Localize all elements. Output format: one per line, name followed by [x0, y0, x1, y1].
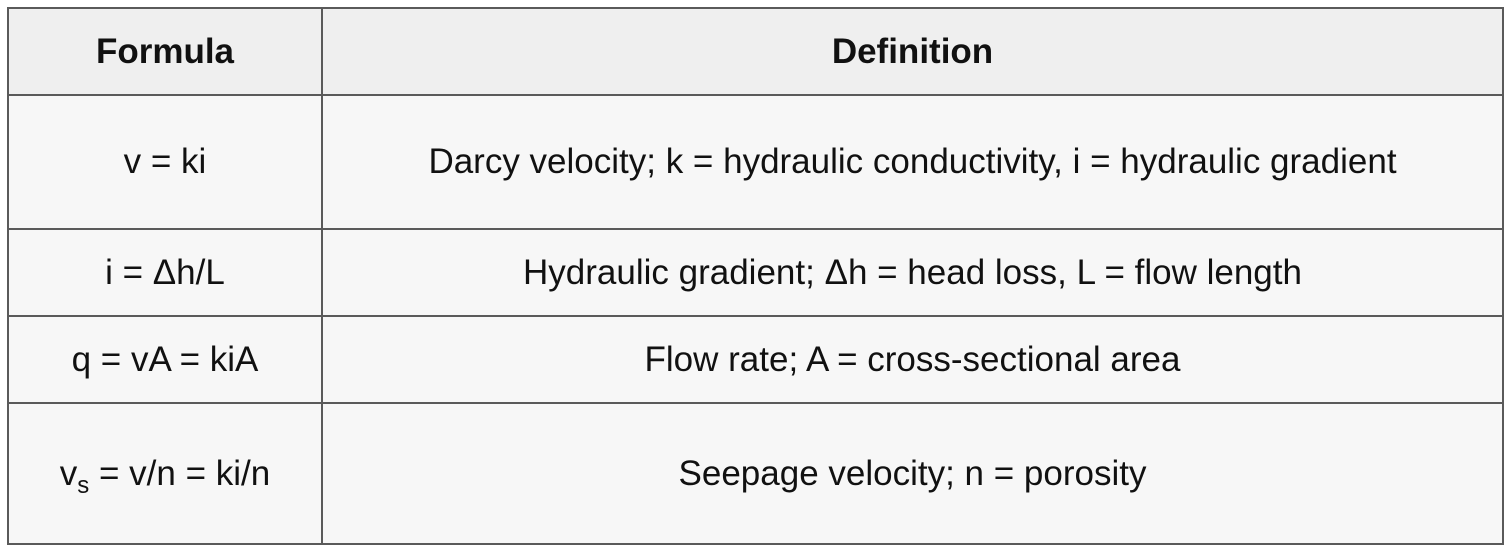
definition-cell-seepage-velocity: Seepage velocity; n = porosity [323, 404, 1502, 543]
header-definition: Definition [323, 9, 1502, 96]
seepage-formula: vs = v/n = ki/n [59, 451, 271, 499]
formula-cell-hydraulic-gradient: i = Δh/L [9, 230, 323, 317]
seepage-formula-base: v [59, 453, 78, 493]
formula-cell-darcy-velocity: v = ki [9, 96, 323, 230]
seepage-formula-rest: = v/n = ki/n [89, 453, 271, 493]
definition-cell-darcy-velocity: Darcy velocity; k = hydraulic conductivi… [323, 96, 1502, 230]
seepage-formula-subscript: s [77, 471, 90, 499]
formula-cell-flow-rate: q = vA = kiA [9, 317, 323, 404]
definition-cell-hydraulic-gradient: Hydraulic gradient; Δh = head loss, L = … [323, 230, 1502, 317]
formula-table: Formula Definition v = ki Darcy velocity… [7, 7, 1504, 545]
formula-cell-seepage-velocity: vs = v/n = ki/n [9, 404, 323, 543]
header-formula: Formula [9, 9, 323, 96]
definition-cell-flow-rate: Flow rate; A = cross-sectional area [323, 317, 1502, 404]
